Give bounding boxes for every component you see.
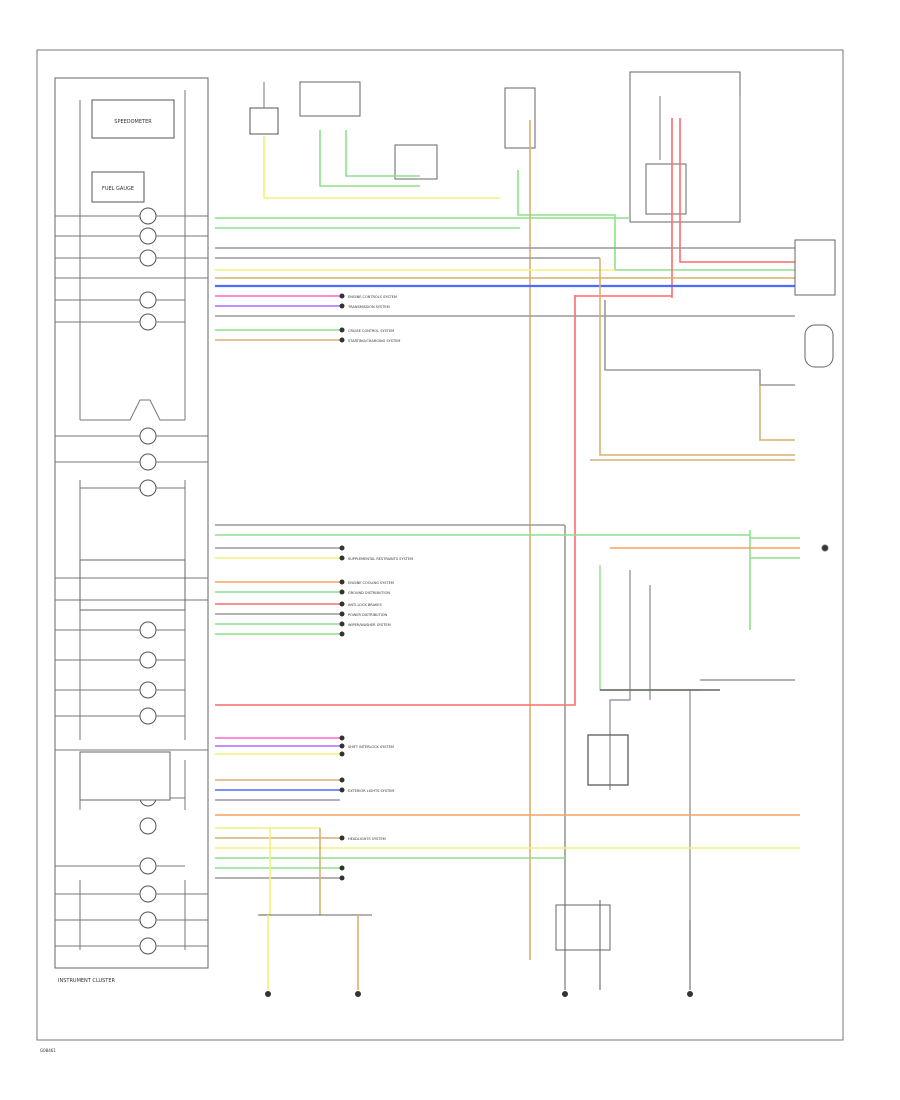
lamp-oil — [139, 621, 157, 639]
bus-label-power: POWER DISTRIBUTION — [348, 613, 388, 617]
ground-g102 — [562, 991, 568, 997]
lower-connectors — [339, 735, 345, 881]
top-wires — [215, 118, 795, 960]
top-components — [249, 71, 741, 223]
right-components — [794, 239, 836, 552]
lamp-charge — [139, 313, 157, 331]
fuel-sender-box — [804, 324, 834, 368]
lamp-cruise-2 — [139, 681, 157, 699]
cluster-lamps — [139, 207, 157, 955]
bottom-grounds — [258, 900, 691, 990]
lamp-defogger — [139, 249, 157, 267]
main-bus — [215, 217, 795, 341]
brake-fluid-switch-box — [249, 107, 279, 135]
ground-g103 — [687, 991, 693, 997]
transmission-range-sensor-box — [794, 239, 836, 296]
hot-in-run-box — [504, 87, 536, 149]
diagram-frame — [36, 49, 844, 1041]
fuel-gauge-box — [91, 171, 145, 203]
bus-label-wiper: WIPER/WASHER SYSTEM — [348, 623, 391, 627]
bus-label-headlights: HEADLIGHTS SYSTEM — [348, 837, 386, 841]
lamp-service — [139, 857, 157, 875]
vehicle-speed-sensor-box — [394, 144, 438, 180]
relay-center — [587, 565, 795, 960]
lamp-charge-2 — [139, 911, 157, 929]
cluster-module-box — [79, 559, 186, 611]
lower-bus — [215, 737, 800, 916]
ground-g101 — [355, 991, 361, 997]
bus-label-transmission: TRANSMISSION SYSTEM — [347, 305, 390, 309]
lamp-left-turn — [139, 427, 157, 445]
speedometer-box — [91, 99, 175, 139]
cluster-srs-box — [79, 751, 171, 801]
bus-label-starting: STARTING/CHARGING SYSTEM — [348, 339, 400, 343]
right-wires — [590, 258, 800, 630]
lamp-turn — [139, 937, 157, 955]
lamp-right-turn — [139, 453, 157, 471]
middle-connectors — [339, 545, 345, 637]
middle-bus — [215, 524, 750, 900]
cluster-title: INSTRUMENT CLUSTER — [58, 978, 116, 984]
lamp-check — [139, 817, 157, 835]
bus-label-abs: ANTI-LOCK BRAKES — [348, 603, 382, 607]
lamp-cruise — [139, 479, 157, 497]
bus-label-engine-controls: ENGINE CONTROLS SYSTEM — [348, 295, 397, 299]
bus-labels: ENGINE CONTROLS SYSTEM TRANSMISSION SYST… — [347, 295, 413, 841]
lamp-dtr — [139, 651, 157, 669]
receiver-drier-box — [299, 81, 361, 117]
lamp-seat-belt — [139, 707, 157, 725]
relay-inner — [645, 163, 687, 215]
lamp-glow — [139, 885, 157, 903]
bus-label-exterior: EXTERIOR LIGHTS SYSTEM — [348, 789, 394, 793]
bus-label-cooling: ENGINE COOLING SYSTEM — [348, 581, 394, 585]
bus-label-srs: SUPPLEMENTAL RESTRAINTS SYSTEM — [348, 557, 413, 561]
lamp-high-beam — [139, 291, 157, 309]
bus-connectors — [339, 293, 345, 343]
diagram-code: G08461 — [40, 1048, 56, 1053]
instrument-cluster: SPEEDOMETER FUEL GAUGE — [54, 77, 209, 984]
lamp-fuel-lvl — [139, 207, 157, 225]
speedometer-label: SPEEDOMETER — [114, 119, 152, 125]
ground-symbols — [265, 991, 693, 997]
fuel-gauge-label: FUEL GAUGE — [102, 186, 134, 192]
lamp-on-off — [139, 227, 157, 245]
bus-label-cruise: CRUISE CONTROL SYSTEM — [348, 329, 394, 333]
bus-label-shift: SHIFT INTERLOCK SYSTEM — [348, 745, 394, 749]
seat-belt-switch — [821, 544, 829, 552]
bus-label-ground: GROUND DISTRIBUTION — [348, 591, 390, 595]
ground-g100 — [265, 991, 271, 997]
